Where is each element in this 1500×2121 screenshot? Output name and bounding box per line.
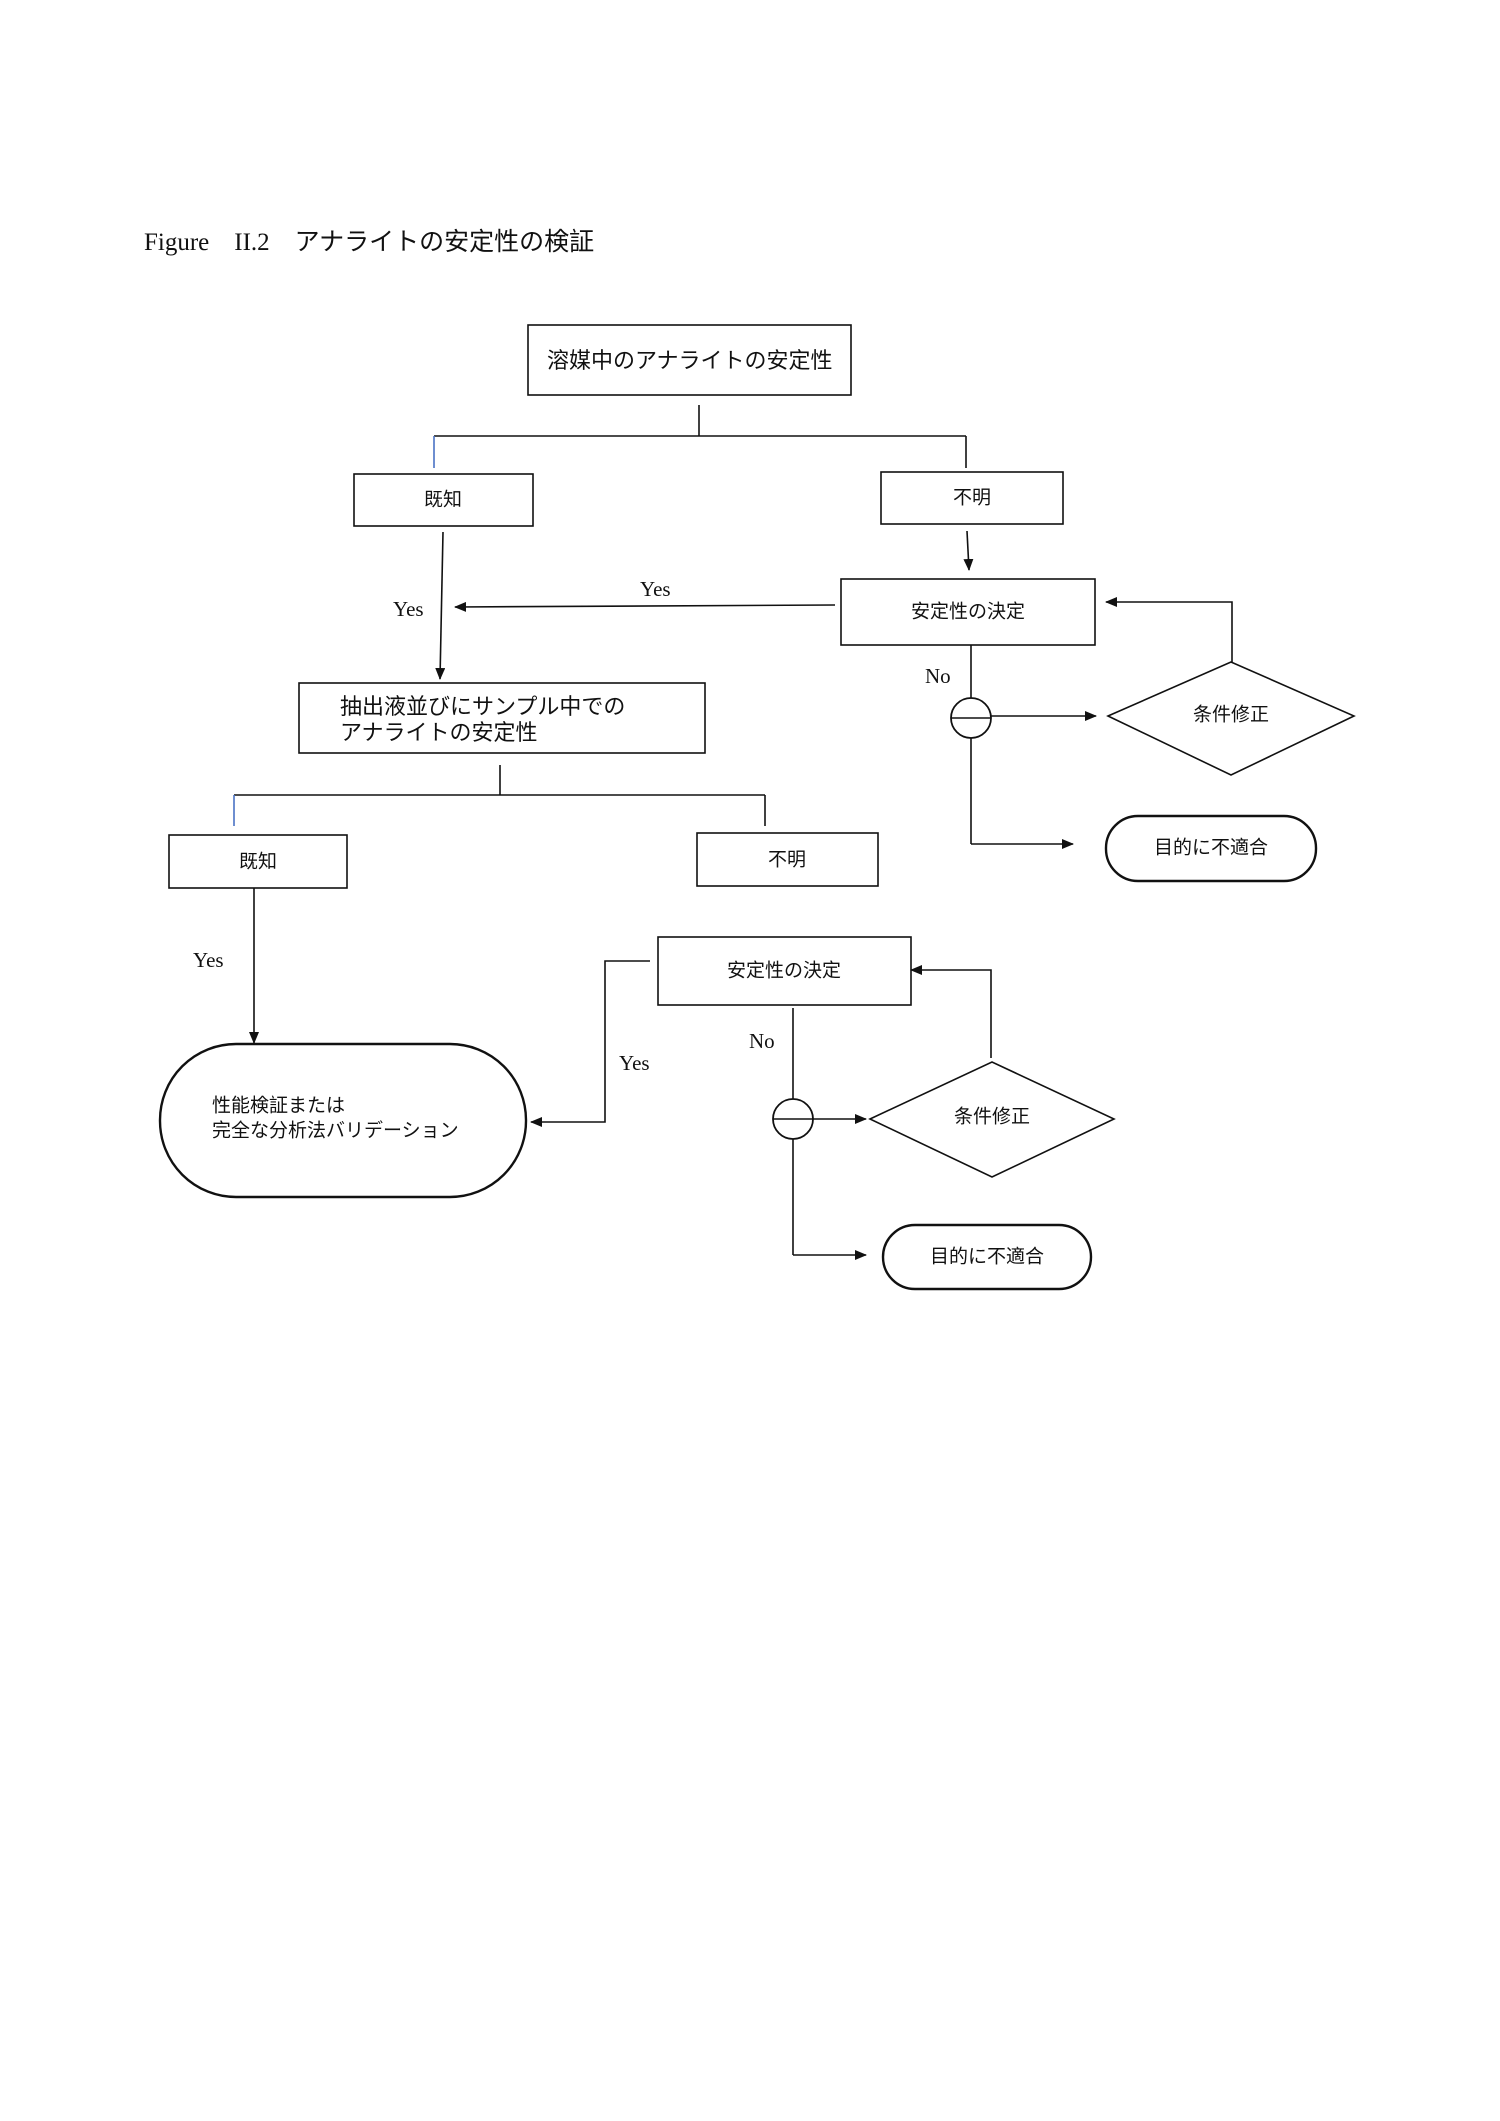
unfit-label-1: 目的に不適合 xyxy=(1154,837,1268,859)
unknown-box-2 xyxy=(696,832,879,887)
extract-label-line2: アナライトの安定性 xyxy=(340,721,538,746)
modify-diamond-1 xyxy=(1106,661,1356,776)
unknown-box-1 xyxy=(880,471,1064,525)
validation-label-line2: 完全な分析法バリデーション xyxy=(212,1120,459,1142)
modify-label-2: 条件修正 xyxy=(954,1106,1030,1128)
yes-label-known1: Yes xyxy=(393,597,424,621)
arrow-determine1-yes xyxy=(454,601,836,612)
yes-label-known2: Yes xyxy=(193,948,224,972)
figure-title: Figure II.2 アナライトの安定性の検証 xyxy=(144,229,595,256)
extract-stability-box xyxy=(298,682,706,754)
branch-connector-1 xyxy=(433,405,967,468)
unfit-label-2: 目的に不適合 xyxy=(930,1246,1044,1268)
extract-label-line1: 抽出液並びにサンプル中での xyxy=(340,695,625,720)
determine-box-1 xyxy=(840,578,1096,646)
validation-terminal xyxy=(158,1042,528,1199)
determine-label-1: 安定性の決定 xyxy=(911,601,1025,623)
determine-box-2 xyxy=(657,936,912,1006)
loop-modify1-to-determine1 xyxy=(1105,597,1233,662)
modify-label-1: 条件修正 xyxy=(1193,704,1269,726)
no-label-determine2: No xyxy=(749,1029,775,1053)
no-label-determine1: No xyxy=(925,664,951,688)
unknown-label-2: 不明 xyxy=(768,849,806,871)
known-label-2: 既知 xyxy=(239,851,277,873)
unfit-terminal-1 xyxy=(1104,814,1318,883)
arrow-known1-to-extract xyxy=(435,531,446,680)
unfit-terminal-2 xyxy=(881,1223,1093,1291)
arrow-determine2-yes xyxy=(530,960,650,1127)
known-box-1 xyxy=(353,473,534,527)
modify-diamond-2 xyxy=(868,1061,1116,1178)
known-label-1: 既知 xyxy=(424,489,462,511)
yes-label-determine1: Yes xyxy=(640,577,671,601)
branch-connector-2 xyxy=(233,765,766,826)
arrow-unknown1-to-determine1 xyxy=(963,530,974,571)
unknown-label-1: 不明 xyxy=(953,487,991,509)
validation-label-line1: 性能検証または xyxy=(212,1095,345,1117)
known-box-2 xyxy=(168,834,348,889)
yes-label-determine2: Yes xyxy=(619,1051,650,1075)
solvent-stability-box xyxy=(527,324,852,396)
loop-modify2-to-determine2 xyxy=(910,965,992,1058)
determine-label-2: 安定性の決定 xyxy=(727,960,841,982)
solvent-stability-label: 溶媒中のアナライトの安定性 xyxy=(547,349,833,374)
